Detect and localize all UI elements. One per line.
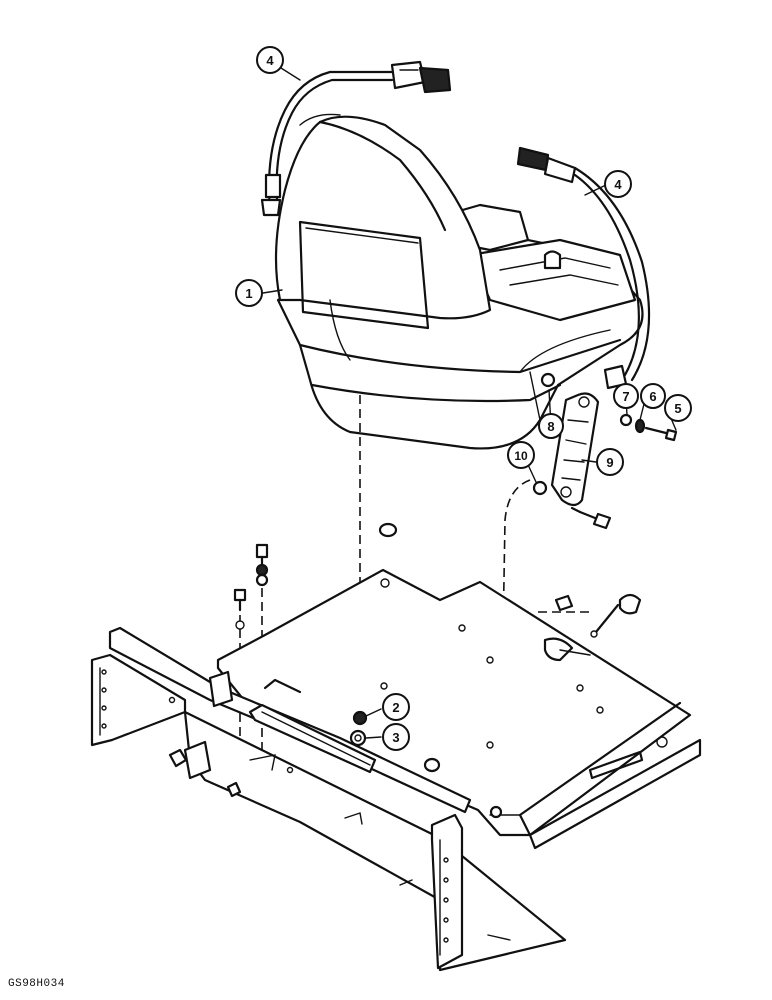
- callout-5: 5: [664, 394, 692, 422]
- callout-4-top: 4: [256, 46, 284, 74]
- callout-7-label: 7: [622, 389, 629, 404]
- seat-mounting-plate: [216, 568, 702, 850]
- callout-5-label: 5: [674, 401, 681, 416]
- callout-8: 8: [538, 413, 564, 439]
- bolt-hardware: [532, 372, 678, 530]
- seat-belt-right: [516, 146, 651, 390]
- callout-9-label: 9: [606, 455, 613, 470]
- seat: [274, 113, 644, 450]
- figure-reference: GS98H034: [8, 978, 65, 990]
- callout-3: 3: [382, 723, 410, 751]
- callout-7: 7: [613, 383, 639, 409]
- callout-2-label: 2: [392, 700, 399, 715]
- callout-10: 10: [507, 441, 535, 469]
- callout-6-label: 6: [649, 389, 656, 404]
- seat-bracket: [550, 392, 600, 507]
- callout-9: 9: [596, 448, 624, 476]
- callout-4-right-label: 4: [614, 177, 622, 192]
- callout-6: 6: [640, 383, 666, 409]
- callout-2: 2: [382, 693, 410, 721]
- callout-10-label: 10: [514, 449, 528, 463]
- callout-3-label: 3: [392, 730, 399, 745]
- callout-8-label: 8: [547, 419, 554, 434]
- seat-belt-left: [260, 60, 452, 217]
- callout-1: 1: [235, 279, 263, 307]
- callout-1-label: 1: [245, 286, 252, 301]
- front-frame: [90, 626, 567, 972]
- callout-4-top-label: 4: [266, 53, 274, 68]
- callout-4-right: 4: [604, 170, 632, 198]
- loose-fasteners: [233, 522, 642, 819]
